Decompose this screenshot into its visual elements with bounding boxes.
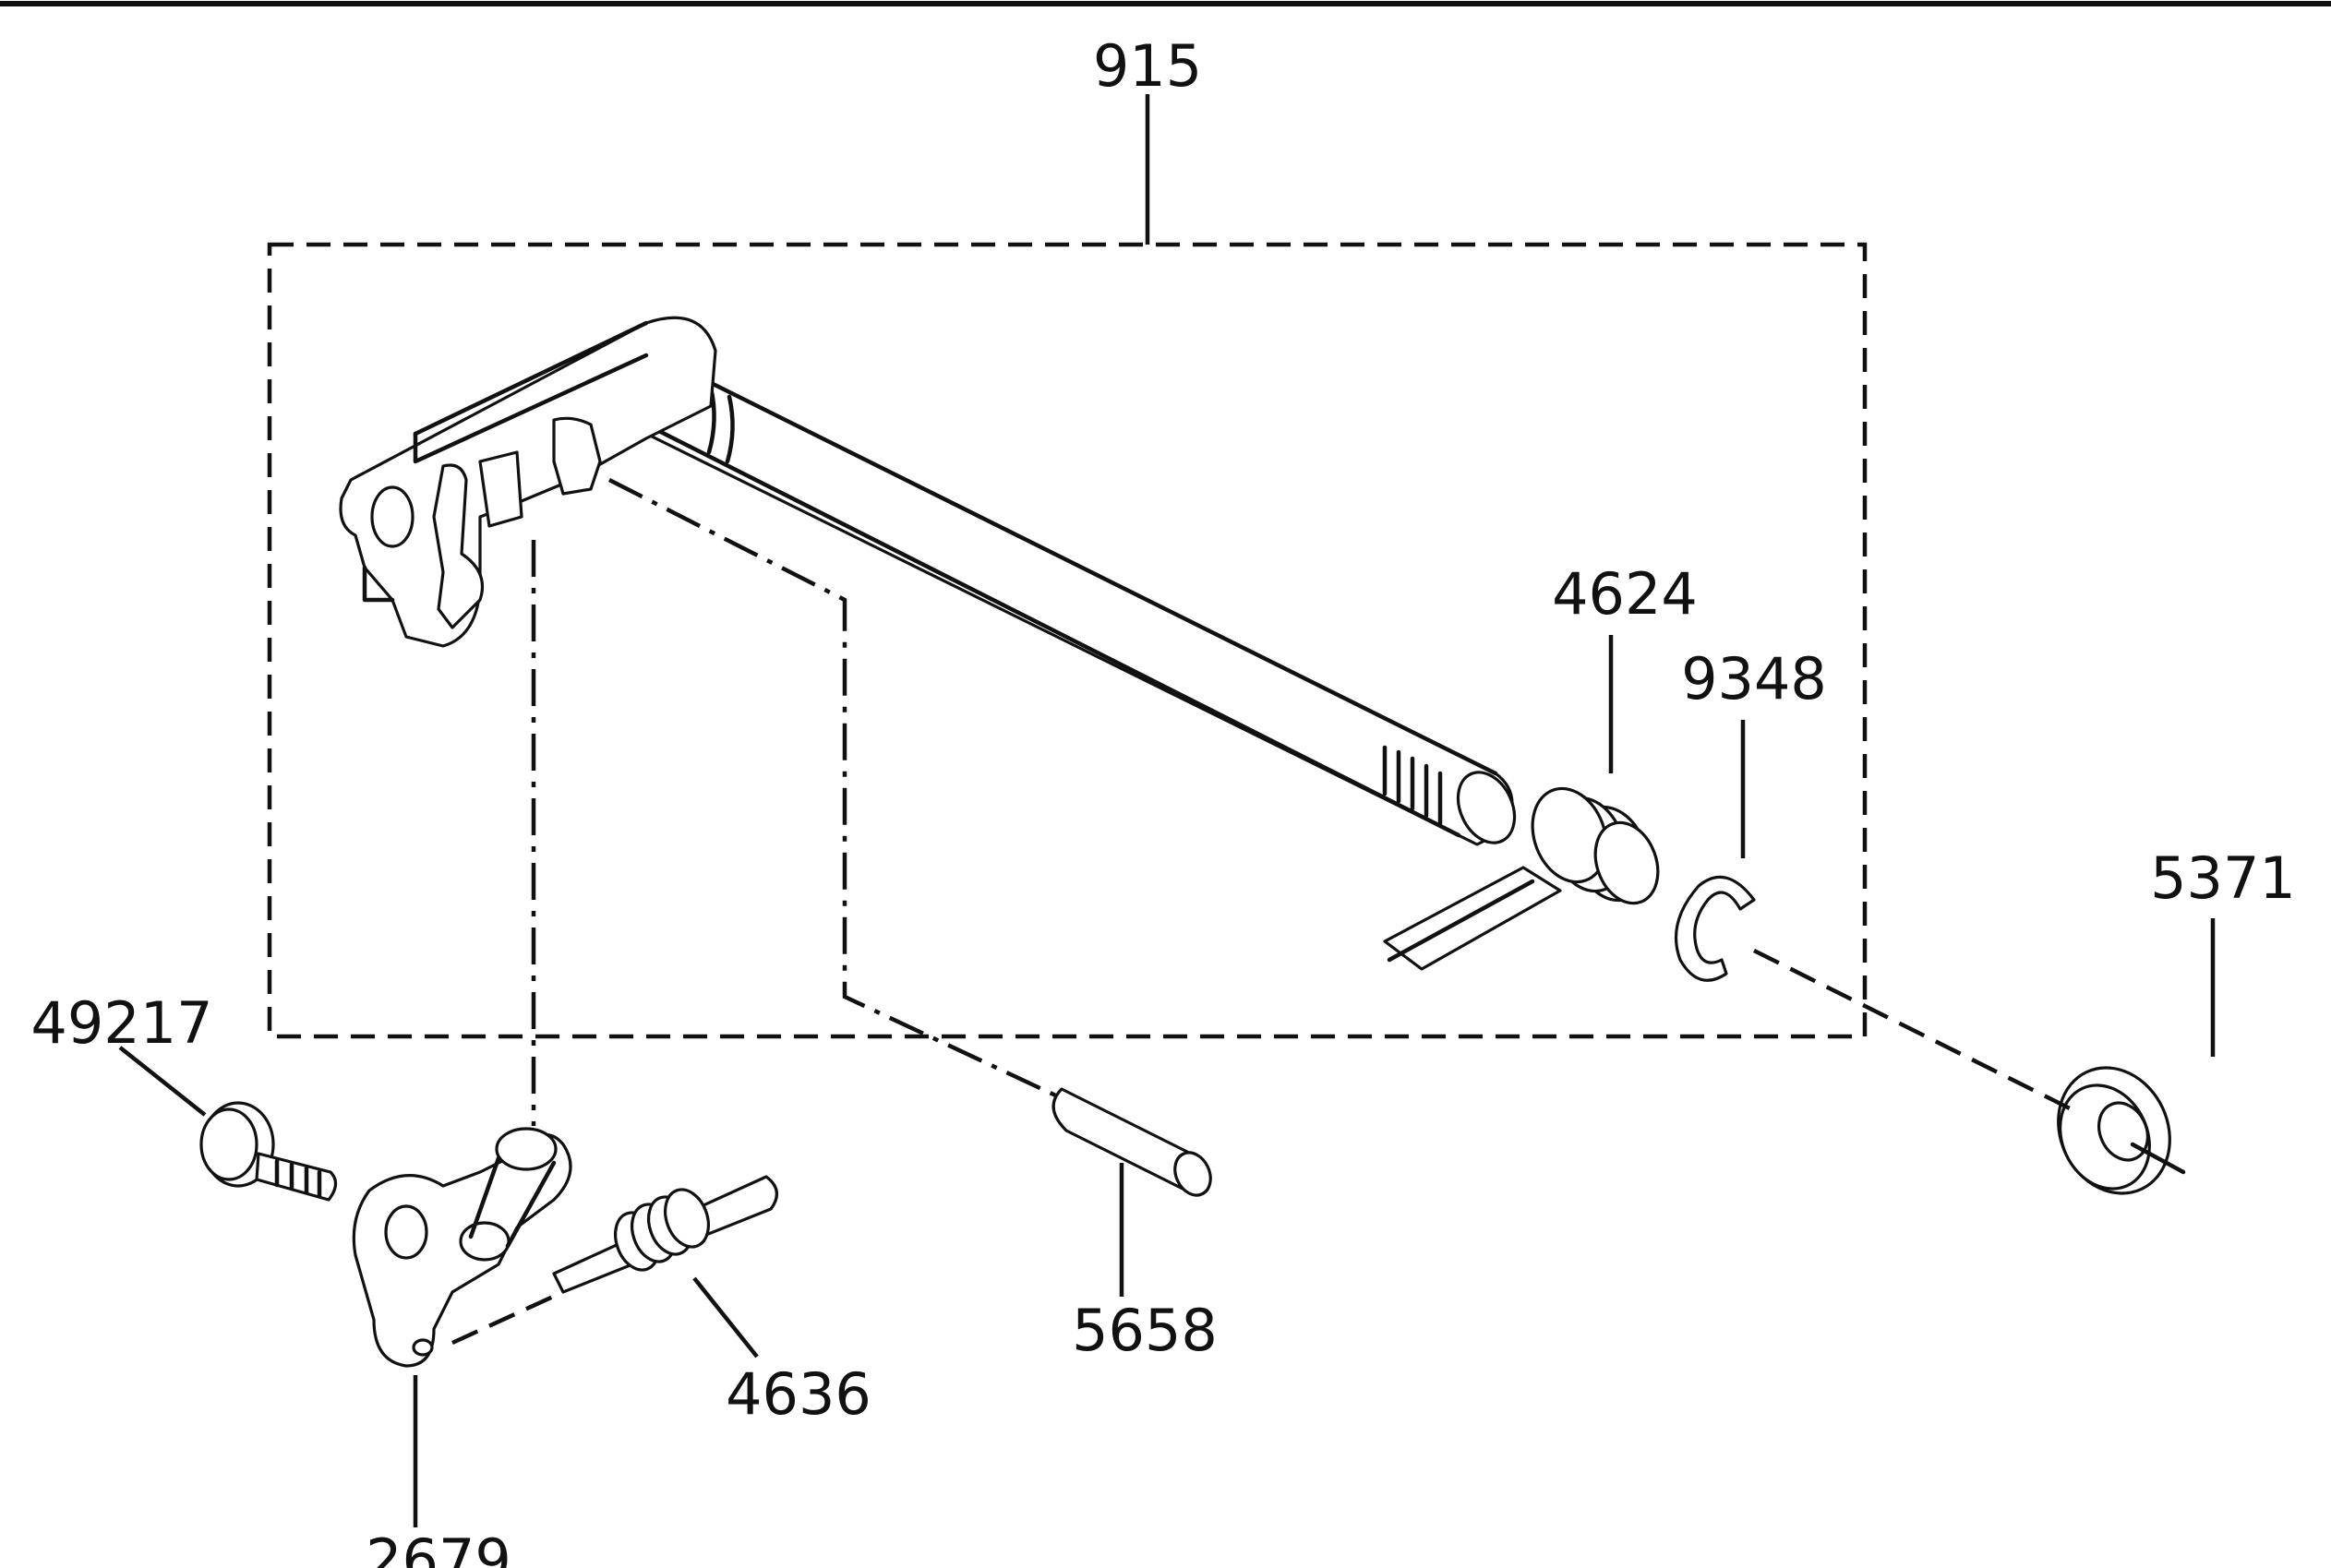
torsion-spring-4624 [1383, 786, 1660, 971]
stopper-lever-2679 [352, 1127, 572, 1368]
assembly-group-box [267, 242, 1868, 1039]
shift-shaft-part [339, 316, 1517, 846]
centerline-seal [1752, 948, 2079, 1115]
e-clip-9348 [1674, 875, 1756, 982]
bolt-49217 [199, 1101, 338, 1202]
callout-915: 915 [1093, 32, 1202, 100]
callout-9348: 9348 [1681, 645, 1827, 712]
tension-spring-4636 [552, 1175, 778, 1294]
oil-seal-5371 [2057, 1066, 2186, 1195]
leader-4636 [692, 1276, 759, 1359]
leader-49217 [118, 1046, 207, 1117]
callout-4636: 4636 [726, 1360, 871, 1428]
callout-2679: 2679 [366, 1526, 511, 1568]
callout-5371: 5371 [2150, 844, 2296, 912]
callout-49217: 49217 [30, 989, 212, 1057]
callout-5658: 5658 [1072, 1297, 1218, 1364]
callout-4624: 4624 [1552, 560, 1698, 628]
centerline-spring [451, 1289, 564, 1346]
centerline-pin [607, 477, 1063, 1101]
pin-5658 [1051, 1087, 1212, 1197]
